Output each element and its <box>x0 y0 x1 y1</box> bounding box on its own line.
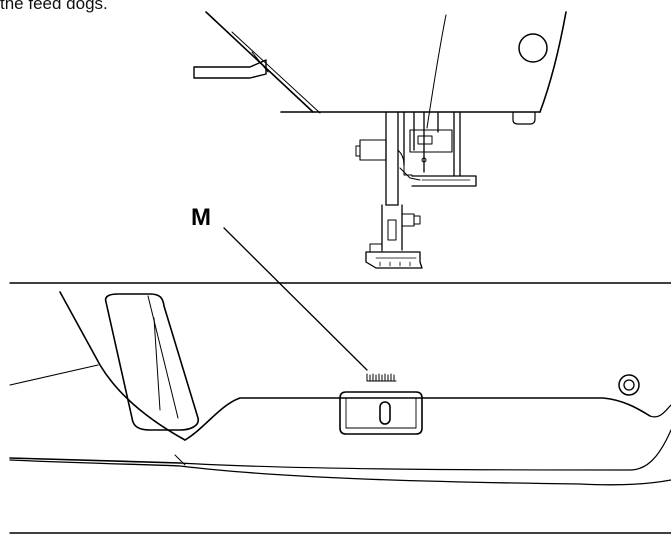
lever-body <box>340 392 422 434</box>
base-line-2 <box>180 463 630 470</box>
bobbin-cover <box>106 294 199 430</box>
bed-knob-outer <box>619 375 639 395</box>
thread-line <box>427 15 446 128</box>
feed-dog-lever <box>224 228 422 434</box>
callout-label-m: M <box>191 204 211 231</box>
bed-knob-inner <box>624 380 634 390</box>
needle-housing <box>404 112 460 176</box>
foot-shank <box>412 176 476 186</box>
callout-leader-line <box>224 228 367 370</box>
machine-bed <box>10 283 671 533</box>
needle-assembly <box>356 112 476 268</box>
needle-bar <box>386 112 398 205</box>
presser-lever <box>194 60 266 78</box>
base-line-1 <box>10 458 180 463</box>
presser-bar-block <box>360 140 386 160</box>
foot-screw <box>402 214 414 226</box>
head-inner-edge <box>232 32 320 113</box>
front-panel-edge <box>185 398 650 440</box>
base-line-3 <box>10 460 671 485</box>
head-right-edge <box>540 12 566 112</box>
head-tab <box>513 113 535 124</box>
machine-head <box>194 12 566 128</box>
lever-slot <box>380 402 390 424</box>
caption-text: the feed dogs. <box>0 0 108 13</box>
bed-right-edge <box>650 405 671 417</box>
presser-foot <box>366 252 422 268</box>
lower-shank <box>382 205 402 250</box>
feed-dog-marks <box>367 374 396 381</box>
head-knob <box>519 34 547 62</box>
